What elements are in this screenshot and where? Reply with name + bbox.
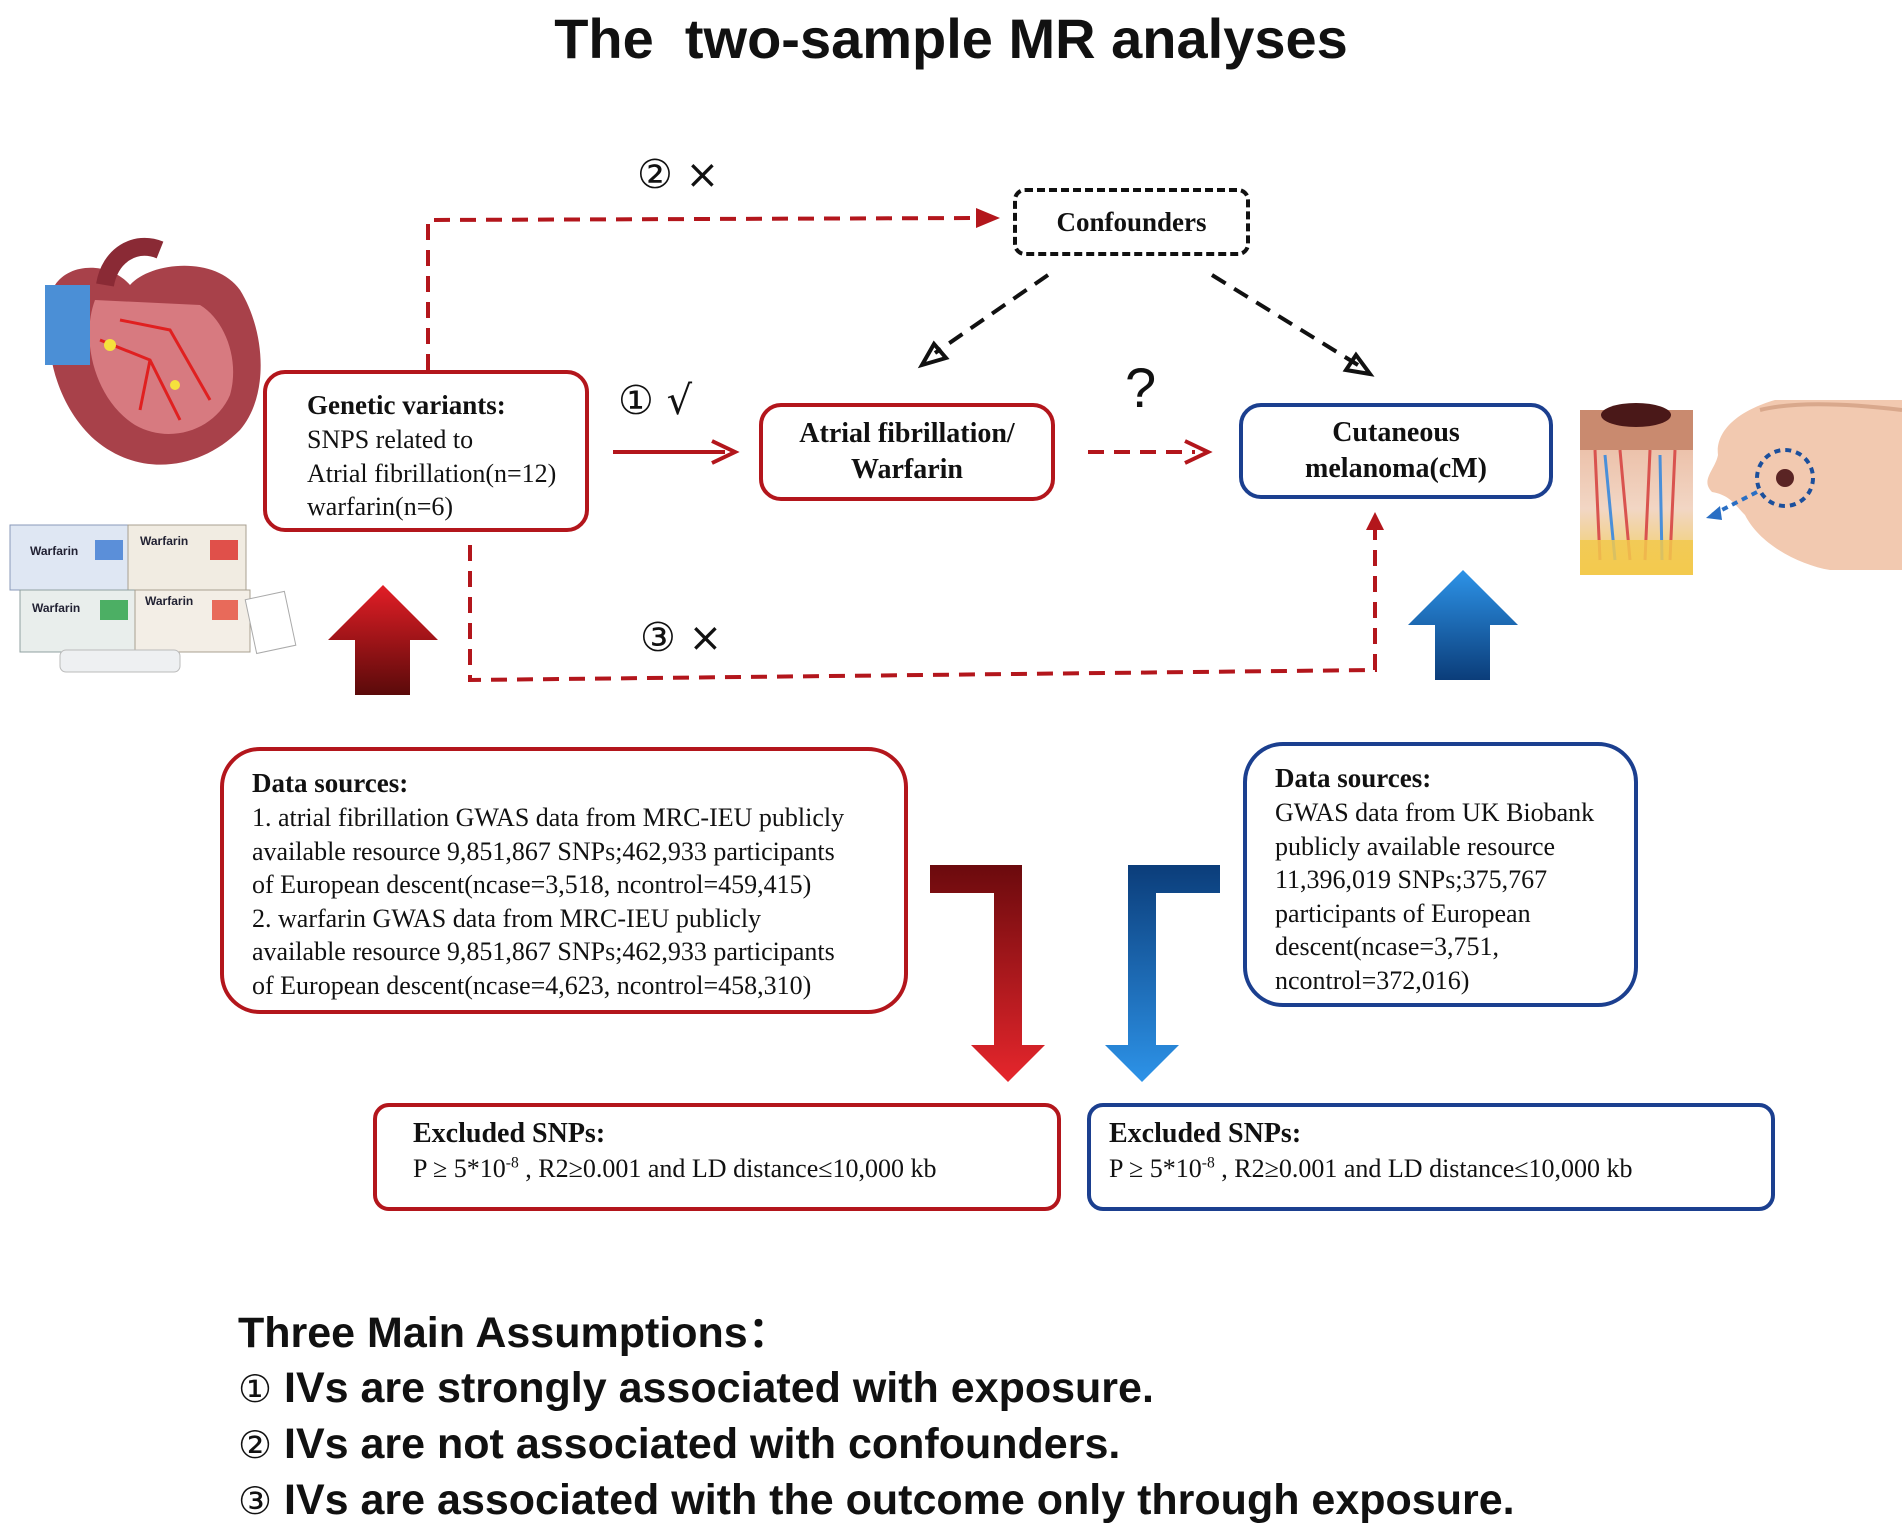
data-sources-right-line: GWAS data from UK Biobank bbox=[1275, 798, 1595, 827]
genetic-variants-heading: Genetic variants: bbox=[307, 390, 506, 420]
assumptions-heading: Three Main Assumptions： bbox=[238, 1309, 791, 1357]
path3-connector bbox=[468, 530, 1377, 683]
data-sources-right-line: 11,396,019 SNPs;375,767 bbox=[1275, 865, 1548, 894]
confounder-arrowhead-left bbox=[917, 340, 950, 369]
path3-label: ③ × bbox=[640, 615, 723, 661]
criteria-p-suffix: , R2≥0.001 and LD distance≤10,000 kb bbox=[518, 1154, 937, 1183]
exposure-label-line2: Warfarin bbox=[851, 454, 963, 485]
data-sources-right-line: participants of European bbox=[1275, 898, 1531, 928]
data-sources-left-line: available resource 9,851,867 SNPs;462,93… bbox=[252, 836, 835, 866]
warfarin-packages-photo: Warfarin Warfarin Warfarin Warfarin bbox=[9, 524, 297, 673]
causal-question-mark: ? bbox=[1125, 356, 1157, 419]
path1-arrowhead bbox=[711, 439, 740, 465]
assumption-item: ② IVs are not associated with confounder… bbox=[238, 1417, 1515, 1473]
excluded-snps-right-box: Excluded SNPs: P ≥ 5*10-8 , R2≥0.001 and… bbox=[1087, 1103, 1775, 1211]
data-sources-left-line: 2. warfarin GWAS data from MRC-IEU publi… bbox=[252, 903, 762, 933]
excluded-snps-left-box: Excluded SNPs: P ≥ 5*10-8 , R2≥0.001 and… bbox=[373, 1103, 1061, 1211]
genetic-variants-line: warfarin(n=6) bbox=[307, 492, 454, 521]
assumption-text: IVs are strongly associated with exposur… bbox=[272, 1364, 1154, 1412]
svg-text:Warfarin: Warfarin bbox=[32, 601, 80, 615]
data-sources-right-line: ncontrol=372,016) bbox=[1275, 965, 1470, 995]
assumptions-section: Three Main Assumptions： ① IVs are strong… bbox=[238, 1306, 1515, 1529]
assumption-text: IVs are associated with the outcome only… bbox=[272, 1476, 1515, 1524]
data-sources-right-box: Data sources: GWAS data from UK Biobank … bbox=[1243, 742, 1638, 1007]
excluded-snps-right-heading: Excluded SNPs: bbox=[1109, 1118, 1302, 1149]
criteria-p-exponent: -8 bbox=[505, 1154, 519, 1172]
data-sources-left-heading: Data sources: bbox=[252, 768, 409, 798]
confounder-arrows bbox=[933, 273, 1360, 367]
data-sources-right-heading: Data sources: bbox=[1275, 763, 1432, 793]
page-title: The two-sample MR analyses bbox=[554, 7, 1348, 70]
blue-up-arrow bbox=[1408, 570, 1518, 680]
assumption-number: ② bbox=[238, 1423, 273, 1467]
svg-text:Warfarin: Warfarin bbox=[145, 594, 193, 608]
assumption-text: IVs are not associated with confounders. bbox=[272, 1420, 1121, 1468]
confounders-label: Confounders bbox=[1056, 207, 1207, 237]
outcome-label-line1: Cutaneous bbox=[1332, 417, 1460, 448]
excluded-snps-left-heading: Excluded SNPs: bbox=[413, 1118, 606, 1149]
skin-cross-section-illustration bbox=[1580, 403, 1693, 575]
genetic-variants-box: Genetic variants: SNPS related to Atrial… bbox=[263, 370, 589, 532]
exposure-box: Atrial fibrillation/ Warfarin bbox=[759, 403, 1055, 501]
svg-text:Warfarin: Warfarin bbox=[140, 534, 188, 548]
data-sources-left-line: of European descent(ncase=3,518, ncontro… bbox=[252, 870, 812, 899]
face-with-melanoma-illustration bbox=[1706, 400, 1902, 570]
data-sources-left-line: available resource 9,851,867 SNPs;462,93… bbox=[252, 937, 835, 966]
svg-text:Warfarin: Warfarin bbox=[30, 544, 78, 558]
red-elbow-down-arrow bbox=[930, 865, 1045, 1082]
red-up-arrow bbox=[328, 585, 438, 695]
path2-label: ② × bbox=[637, 152, 720, 198]
exposure-label-line1: Atrial fibrillation/ bbox=[799, 418, 1015, 449]
path2-arrowhead bbox=[976, 208, 1000, 228]
assumption-number: ③ bbox=[238, 1479, 273, 1523]
excluded-snps-right-criteria: P ≥ 5*10-8 , R2≥0.001 and LD distance≤10… bbox=[1109, 1152, 1771, 1186]
genetic-variants-line: SNPS related to bbox=[307, 425, 474, 454]
outcome-box: Cutaneous melanoma(cM) bbox=[1239, 403, 1553, 499]
confounders-box: Confounders bbox=[1013, 188, 1250, 256]
assumption-item: ① IVs are strongly associated with expos… bbox=[238, 1361, 1515, 1417]
confounder-arrowhead-right bbox=[1342, 351, 1375, 377]
path1-label: ① √ bbox=[618, 378, 693, 424]
heart-illustration bbox=[45, 237, 261, 465]
data-sources-left-line: 1. atrial fibrillation GWAS data from MR… bbox=[252, 803, 845, 832]
criteria-p-prefix: P ≥ 5*10 bbox=[1109, 1154, 1202, 1183]
criteria-p-exponent: -8 bbox=[1201, 1154, 1215, 1172]
blue-elbow-down-arrow bbox=[1105, 865, 1220, 1082]
data-sources-left-line: of European descent(ncase=4,623, ncontro… bbox=[252, 970, 812, 1000]
path3-arrowhead bbox=[1366, 512, 1384, 530]
assumption-item: ③ IVs are associated with the outcome on… bbox=[238, 1473, 1515, 1529]
criteria-p-prefix: P ≥ 5*10 bbox=[413, 1154, 506, 1183]
path2-connector bbox=[426, 216, 976, 370]
data-sources-right-line: descent(ncase=3,751, bbox=[1275, 932, 1500, 961]
criteria-p-suffix: , R2≥0.001 and LD distance≤10,000 kb bbox=[1214, 1154, 1633, 1183]
excluded-snps-left-criteria: P ≥ 5*10-8 , R2≥0.001 and LD distance≤10… bbox=[413, 1152, 1057, 1186]
genetic-variants-line: Atrial fibrillation(n=12) bbox=[307, 458, 557, 488]
exposure-outcome-arrowhead bbox=[1184, 439, 1213, 465]
data-sources-right-line: publicly available resource bbox=[1275, 831, 1556, 861]
assumption-number: ① bbox=[238, 1367, 273, 1411]
outcome-label-line2: melanoma(cM) bbox=[1305, 453, 1487, 484]
data-sources-left-box: Data sources: 1. atrial fibrillation GWA… bbox=[220, 747, 908, 1014]
